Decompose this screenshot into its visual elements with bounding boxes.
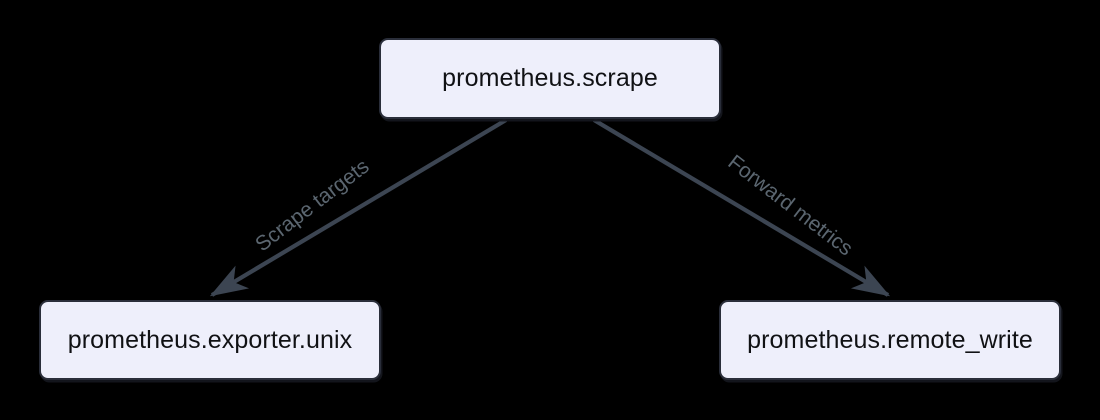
edge-forward-metrics-line [592,118,891,297]
edge-scrape-targets-line [209,118,508,297]
node-prometheus-remote-write[interactable]: prometheus.remote_write [719,300,1061,380]
node-prometheus-exporter-unix[interactable]: prometheus.exporter.unix [39,300,381,380]
node-label: prometheus.remote_write [747,325,1033,354]
node-label: prometheus.exporter.unix [67,325,353,354]
node-prometheus-scrape[interactable]: prometheus.scrape [379,38,721,119]
node-label: prometheus.scrape [442,64,658,92]
